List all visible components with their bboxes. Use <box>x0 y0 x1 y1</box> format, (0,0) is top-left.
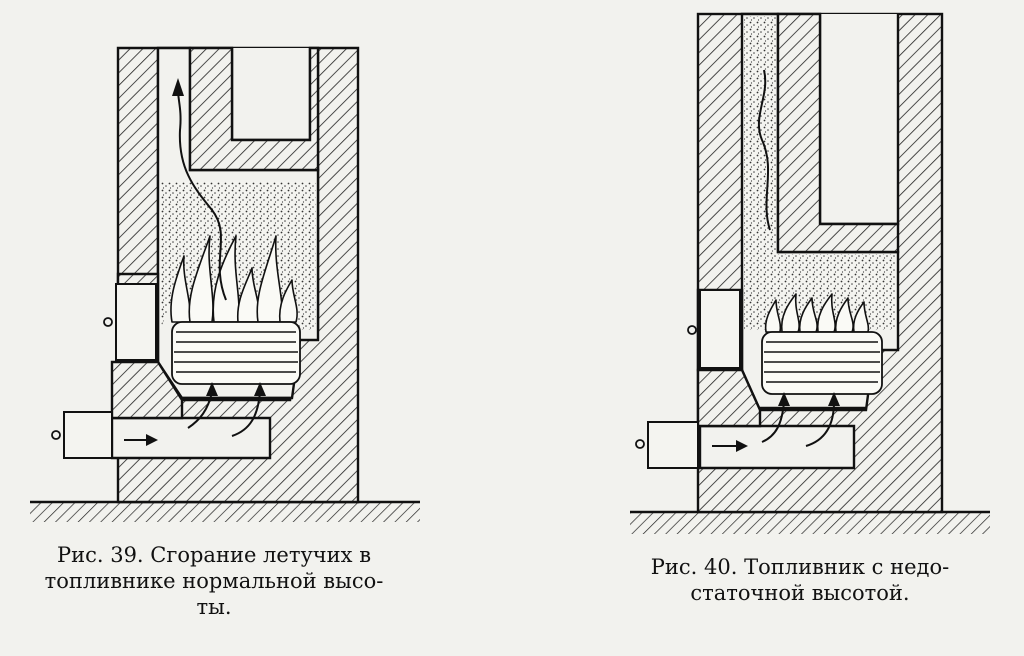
up-arrow-icon <box>828 392 840 406</box>
figure-40-caption: Рис. 40. Топливник с недо- статочной выс… <box>600 554 1000 606</box>
chimney-channel <box>230 48 312 142</box>
channel-divider-wall <box>188 46 320 172</box>
ground-hatching <box>30 502 420 522</box>
figure-39-caption: Рис. 39. Сгорание летучих в топливнике н… <box>14 542 414 620</box>
front-wall-lower <box>696 368 762 428</box>
ash-pit <box>698 424 856 470</box>
caption-line: ты. <box>196 595 232 619</box>
up-arrow-icon <box>778 392 790 406</box>
fuel-logs <box>761 331 883 395</box>
figure-39-normal-firebox <box>30 46 420 522</box>
right-arrow-icon <box>736 440 748 452</box>
smoke-flow-path <box>177 89 227 301</box>
ground-hatching <box>630 512 990 534</box>
fire-door <box>115 283 157 361</box>
flames <box>170 235 298 323</box>
caption-line: Рис. 39. Сгорание летучих в <box>56 543 372 567</box>
air-flow-curve-1 <box>761 401 785 443</box>
caption-line: топливнике нормальной высо- <box>44 569 384 593</box>
fuel-logs <box>171 321 301 385</box>
fire-door <box>699 289 741 369</box>
ash-door <box>63 411 113 459</box>
up-arrow-icon <box>206 382 218 396</box>
fire-door-handle-icon <box>687 325 697 335</box>
air-flow-curve-2 <box>231 391 261 437</box>
up-arrow-icon <box>254 382 266 396</box>
smoke-flow-path <box>757 69 771 231</box>
channel-divider-wall <box>776 12 900 254</box>
figure-40-low-firebox <box>630 12 990 534</box>
flames <box>764 293 870 333</box>
chimney-channel <box>818 14 900 226</box>
caption-line: Рис. 40. Топливник с недо- <box>650 555 950 579</box>
front-wall-lower <box>110 360 184 420</box>
air-flow-curve-2 <box>805 401 835 447</box>
ash-pit <box>110 416 272 460</box>
caption-line: статочной высотой. <box>690 581 910 605</box>
stove-diagrams <box>30 12 990 534</box>
fire-door-handle-icon <box>103 317 113 327</box>
up-arrow-icon <box>172 78 184 96</box>
ash-door-handle-icon <box>635 439 645 449</box>
ash-door-handle-icon <box>51 430 61 440</box>
air-flow-curve-1 <box>187 391 213 429</box>
smoke-volatiles <box>744 16 896 330</box>
ash-door <box>647 421 699 469</box>
right-arrow-icon <box>146 434 158 446</box>
